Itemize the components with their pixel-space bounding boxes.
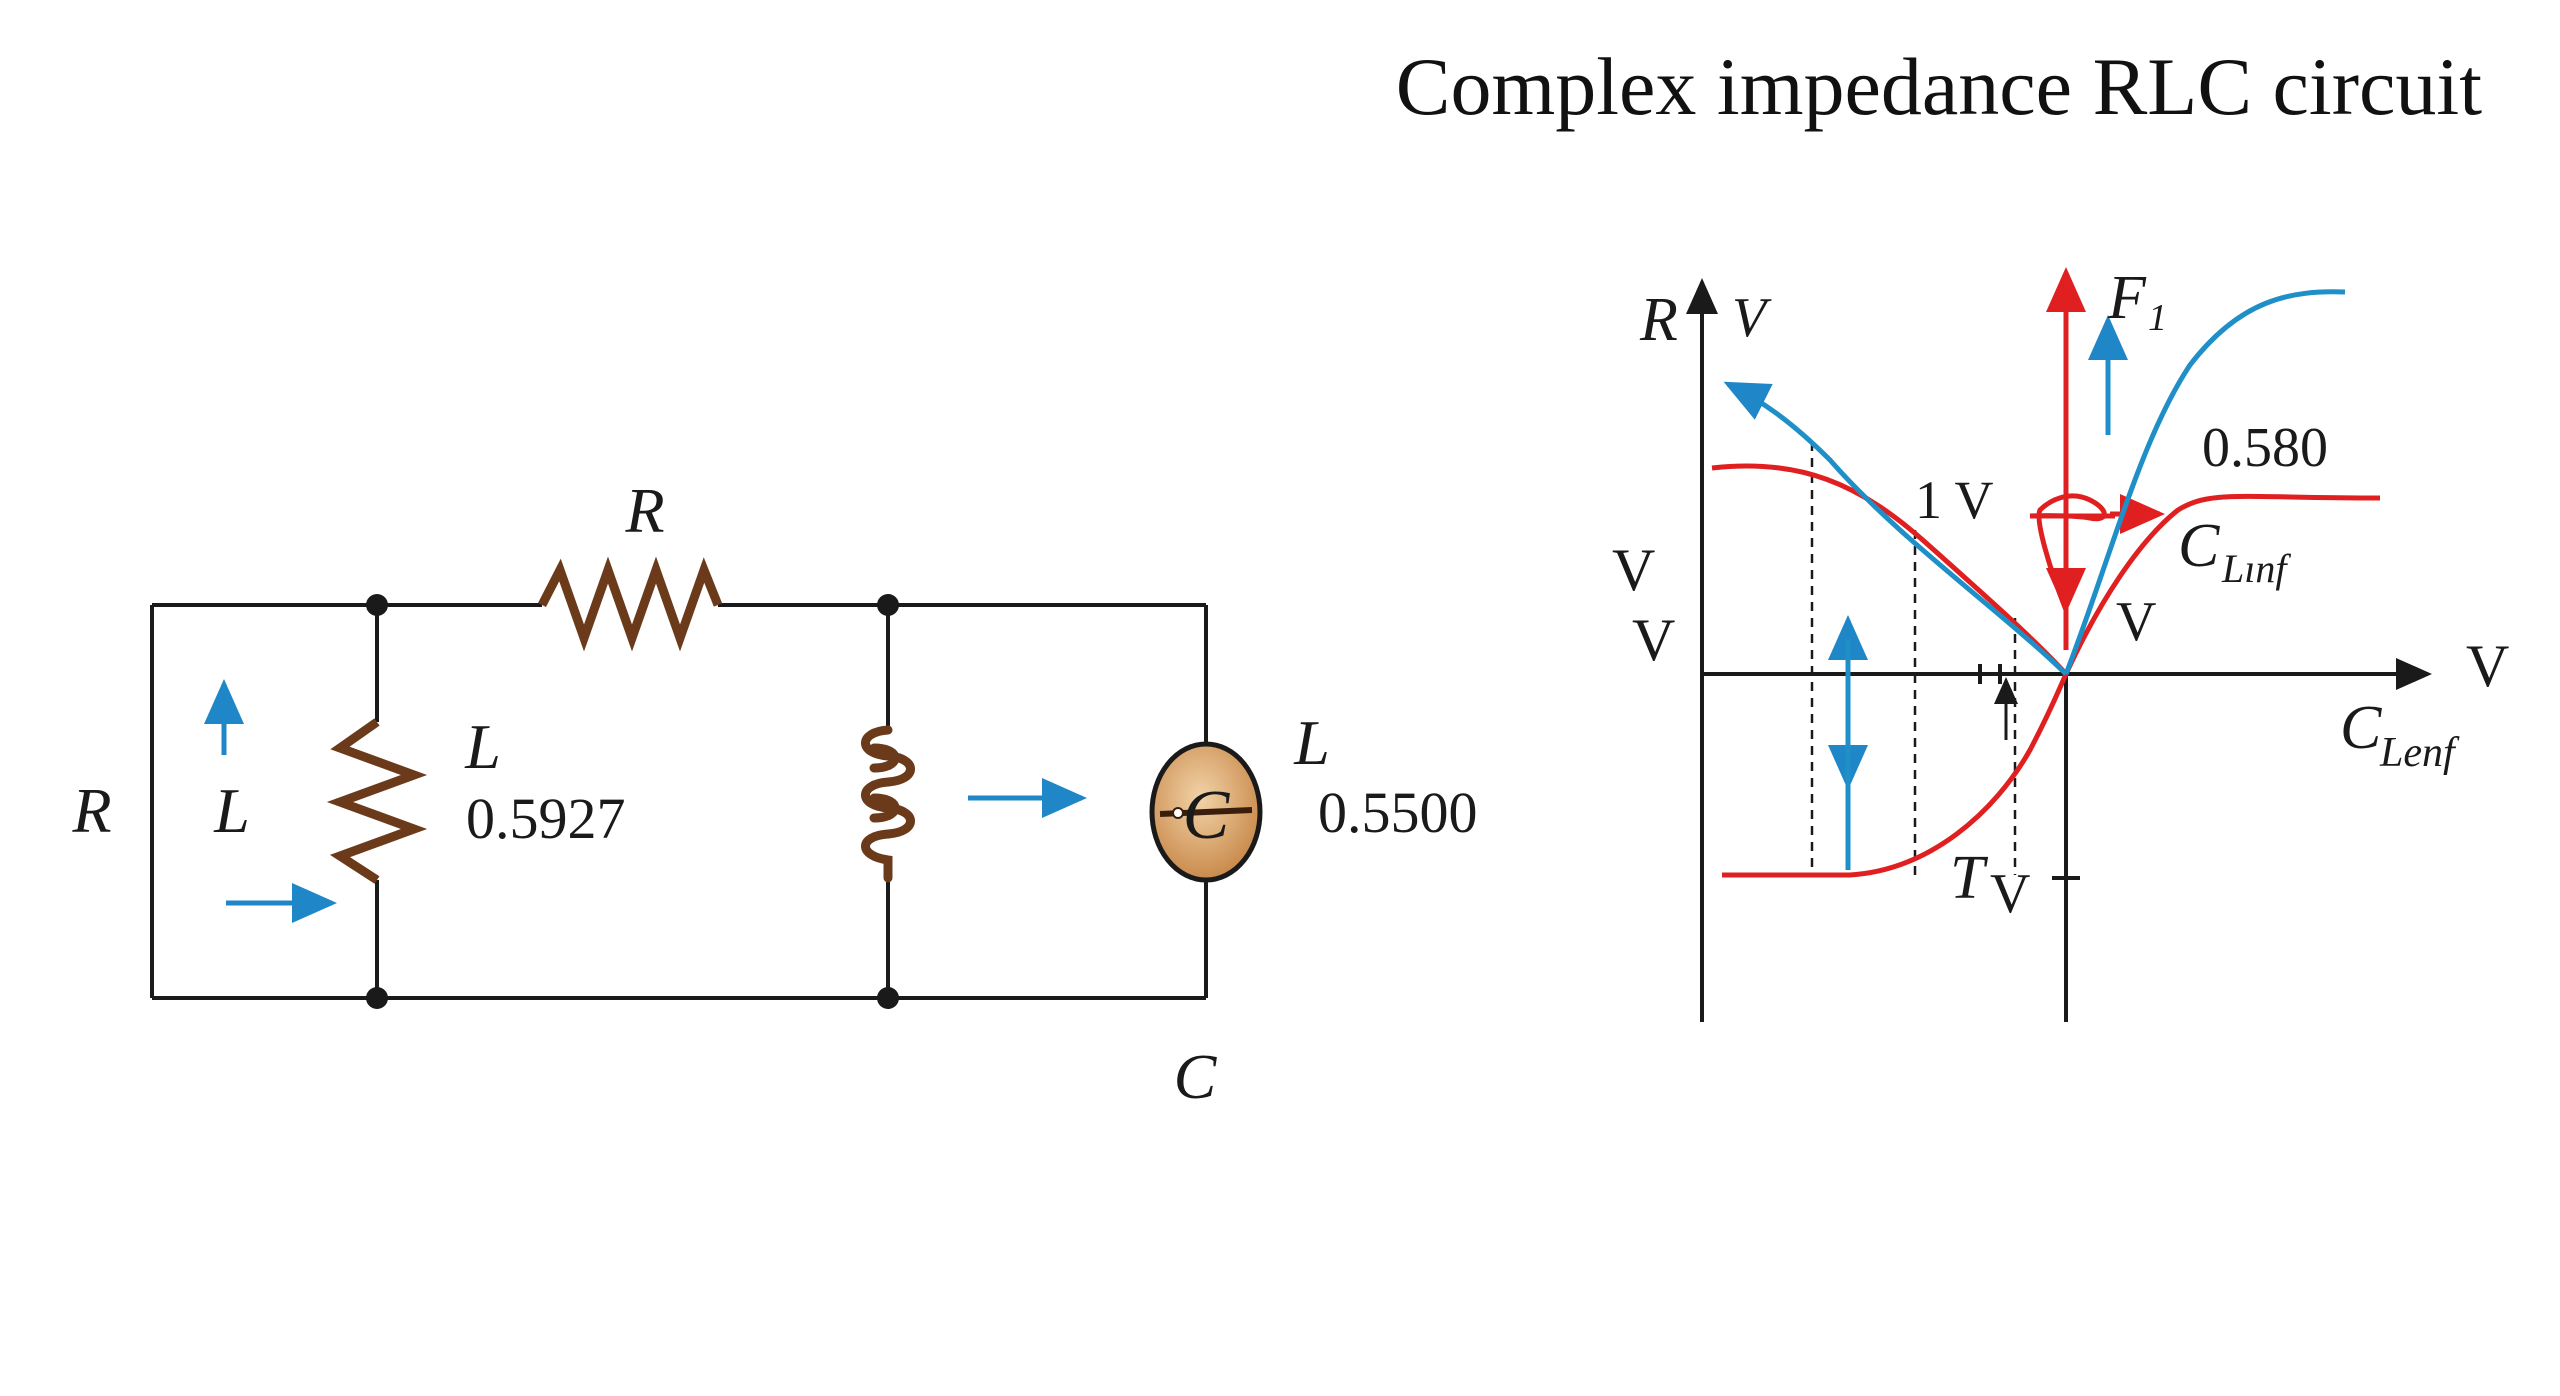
blue-curve-left <box>1723 381 2068 676</box>
capacitor-element: C <box>1149 741 1263 883</box>
value-branch-l: 0.5927 <box>466 786 626 851</box>
graph-label-tv-t: T <box>1950 844 1989 912</box>
label-top-r: R <box>624 475 664 546</box>
label-current-l: L <box>213 775 250 846</box>
graph-label-0580: 0.580 <box>2202 417 2328 479</box>
graph-label-1v: 1 V <box>1915 470 1994 530</box>
junction-dots <box>366 594 899 1009</box>
junction-dot <box>877 594 899 616</box>
junction-dot <box>366 987 388 1009</box>
graph-label-v-right: V <box>2466 633 2509 699</box>
graph-label-r: R <box>1639 286 1678 354</box>
label-branch-l: L <box>464 711 501 782</box>
branch-coil <box>861 725 915 883</box>
graph-label-c-linf: C <box>2178 512 2220 580</box>
red-curve-right <box>2063 493 2381 676</box>
graph-label-v-left2: V <box>1632 607 1675 673</box>
circuit-wires <box>150 603 1208 1000</box>
graph-label-tv-v: V <box>1990 863 2030 925</box>
branch-inductor-zigzag <box>326 718 428 884</box>
circuit-schematic: C R R L L 0.5927 L 0.5500 C <box>71 475 1477 1112</box>
page-title: Complex impedance RLC circuit <box>1395 41 2482 132</box>
graph-label-f1: F <box>2107 264 2147 332</box>
capacitor-terminal <box>1172 807 1184 819</box>
graph-label-v-left1: V <box>1612 537 1655 603</box>
blue-curve-right <box>2063 289 2346 675</box>
red-curve-upper <box>1711 463 2068 676</box>
current-arrows <box>204 679 1087 923</box>
red-loop-arrow <box>2029 493 2115 611</box>
value-cap: 0.5500 <box>1318 780 1478 845</box>
graph-label-c-lenf: C <box>2340 694 2382 762</box>
capacitor-label: C <box>1183 777 1231 854</box>
graph-label-v-top: V <box>1732 287 1772 349</box>
characteristic-graph: R V F 1 0.580 1 V V V C Lınf V V C Lenf … <box>1612 264 2509 1022</box>
label-cap-l: L <box>1293 707 1330 778</box>
top-resistor <box>537 556 723 652</box>
junction-dot <box>366 594 388 616</box>
graph-label-f1-sub: 1 <box>2148 297 2167 339</box>
junction-dot <box>877 987 899 1009</box>
label-left-r: R <box>71 775 111 846</box>
graph-label-c-linf-sub: Lınf <box>2221 546 2291 591</box>
graph-label-v-mid: V <box>2116 591 2156 653</box>
graph-label-c-lenf-sub: Lenf <box>2379 730 2460 776</box>
red-curve-lower <box>1722 672 2069 878</box>
label-bottom-c: C <box>1174 1041 1218 1112</box>
